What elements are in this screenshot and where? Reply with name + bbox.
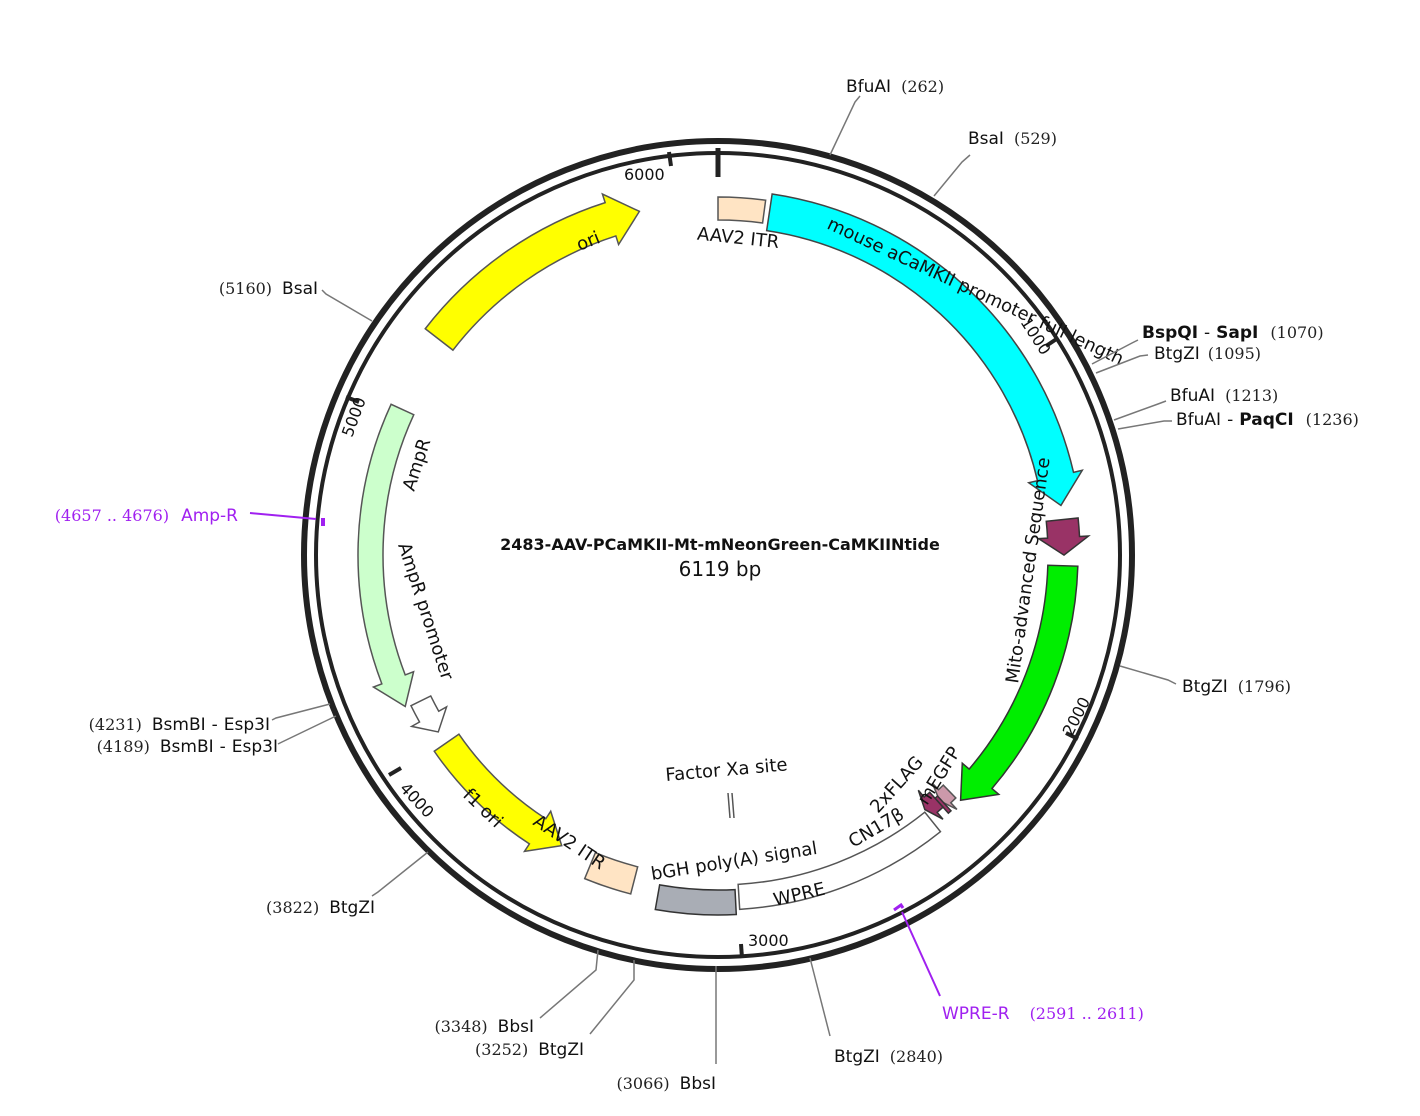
plasmid-name: 2483-AAV-PCaMKII-Mt-mNeonGreen-CaMKIINti…	[500, 535, 940, 554]
primer-wpre-mark	[893, 902, 905, 912]
feature-label-ampr-promoter: AmpR promoter	[393, 540, 457, 683]
leader-bfuai-1236	[1117, 420, 1172, 430]
leader-btgzi-3822	[371, 851, 429, 897]
primer-ampr-label: (4657 .. 4676)Amp-R	[55, 506, 238, 526]
tick-2000	[1065, 731, 1079, 741]
tick-4000	[387, 766, 403, 777]
leader-bspqi-1070	[1091, 339, 1139, 365]
feature-ori[interactable]	[424, 192, 641, 352]
site-btgzi-3252: (3252)BtgZI	[475, 1040, 584, 1060]
primer-ampr-mark	[321, 518, 325, 526]
feature-bgh-poly-a-signal[interactable]	[654, 884, 738, 916]
plasmid-size: 6119 bp	[679, 557, 762, 581]
site-btgzi-1796: BtgZI(1796)	[1182, 677, 1291, 697]
leader-btgzi-2840	[809, 957, 831, 1037]
feature-label-factor-xa: Factor Xa site	[665, 754, 789, 786]
feature-ampr[interactable]	[357, 403, 415, 708]
feature-mneongreen[interactable]	[959, 564, 1079, 802]
tick-label-3000: 3000	[748, 931, 789, 950]
feature-layer	[357, 192, 1091, 916]
site-btgzi-3822: (3822)BtgZI	[266, 898, 375, 918]
backbone-inner-ring	[314, 151, 1122, 959]
site-bfuai-1213: BfuAI(1213)	[1170, 386, 1278, 406]
primer-wpre-label: WPRE-R(2591 .. 2611)	[942, 1004, 1144, 1024]
feature-cn17[interactable]	[917, 789, 945, 820]
site-bspqi-1070: BspQI-SapI(1070)	[1142, 323, 1324, 343]
site-bsai-5160: (5160)BsaI	[219, 279, 318, 299]
site-labels: BfuAI(262) BsaI(529) BspQI-SapI(1070) Bt…	[89, 77, 1359, 1094]
leader-bsmbi-4189	[277, 715, 337, 745]
site-bbsi-3066: (3066)BbsI	[616, 1074, 716, 1094]
tick-label-5000: 5000	[338, 395, 370, 440]
tick-label-6000: 6000	[624, 165, 665, 184]
site-bsmbi-4189: (4189)BsmBI-Esp3I	[97, 737, 278, 757]
site-btgzi-2840: BtgZI(2840)	[834, 1047, 943, 1067]
leader-bsai-5160	[321, 289, 373, 322]
feature-mouse-acamkii-promoter-full-length[interactable]	[765, 193, 1084, 507]
tick-3000	[739, 943, 744, 959]
tick-5000	[345, 395, 360, 404]
leader-bsai-529	[933, 154, 971, 197]
factor-xa-marker-a	[727, 792, 731, 819]
site-bfuai-paqci-1236: BfuAI-PaqCI(1236)	[1176, 410, 1359, 430]
site-btgzi-1095: BtgZI(1095)	[1154, 344, 1261, 364]
feature-f1-ori[interactable]	[433, 733, 563, 853]
site-bbsi-3348: (3348)BbsI	[434, 1017, 534, 1037]
leader-bsmbi-4231	[271, 703, 331, 721]
leader-btgzi-3252	[589, 960, 635, 1035]
primers: (4657 .. 4676)Amp-R WPRE-R(2591 .. 2611)	[55, 506, 1144, 1024]
scale-ticks: 1000 2000 3000 4000 5000 6000	[338, 151, 1094, 959]
feature-megfp[interactable]	[931, 782, 958, 811]
tick-6000	[667, 151, 673, 167]
tick-label-2000: 2000	[1059, 694, 1094, 739]
leader-bbsi-3348	[539, 949, 599, 1019]
feature-label-ampr: AmpR	[399, 436, 436, 494]
site-bsai-529: BsaI(529)	[968, 129, 1057, 149]
feature-aav2-itr[interactable]	[717, 196, 767, 224]
leader-btgzi-1796	[1119, 665, 1177, 685]
feature-mito-advanced-sequence[interactable]	[1036, 517, 1091, 557]
site-bsmbi-4231: (4231)BsmBI-Esp3I	[89, 715, 270, 735]
feature-aav2-itr[interactable]	[583, 851, 639, 895]
site-leaders	[271, 95, 1177, 1064]
leader-bfuai-1213	[1113, 400, 1167, 421]
leader-bfuai-262	[829, 95, 861, 156]
primer-wpre-leader	[901, 911, 941, 997]
feature-wpre[interactable]	[737, 811, 942, 911]
backbone-outer-ring	[301, 138, 1135, 972]
factor-xa-marker-b	[731, 792, 735, 819]
site-bfuai-262: BfuAI(262)	[846, 77, 944, 97]
primer-ampr-leader	[249, 512, 317, 520]
tick-label-4000: 4000	[396, 779, 438, 822]
leader-btgzi-1095	[1095, 354, 1149, 374]
feature-ampr-promoter[interactable]	[409, 694, 448, 733]
tick-1000	[1044, 336, 1060, 348]
